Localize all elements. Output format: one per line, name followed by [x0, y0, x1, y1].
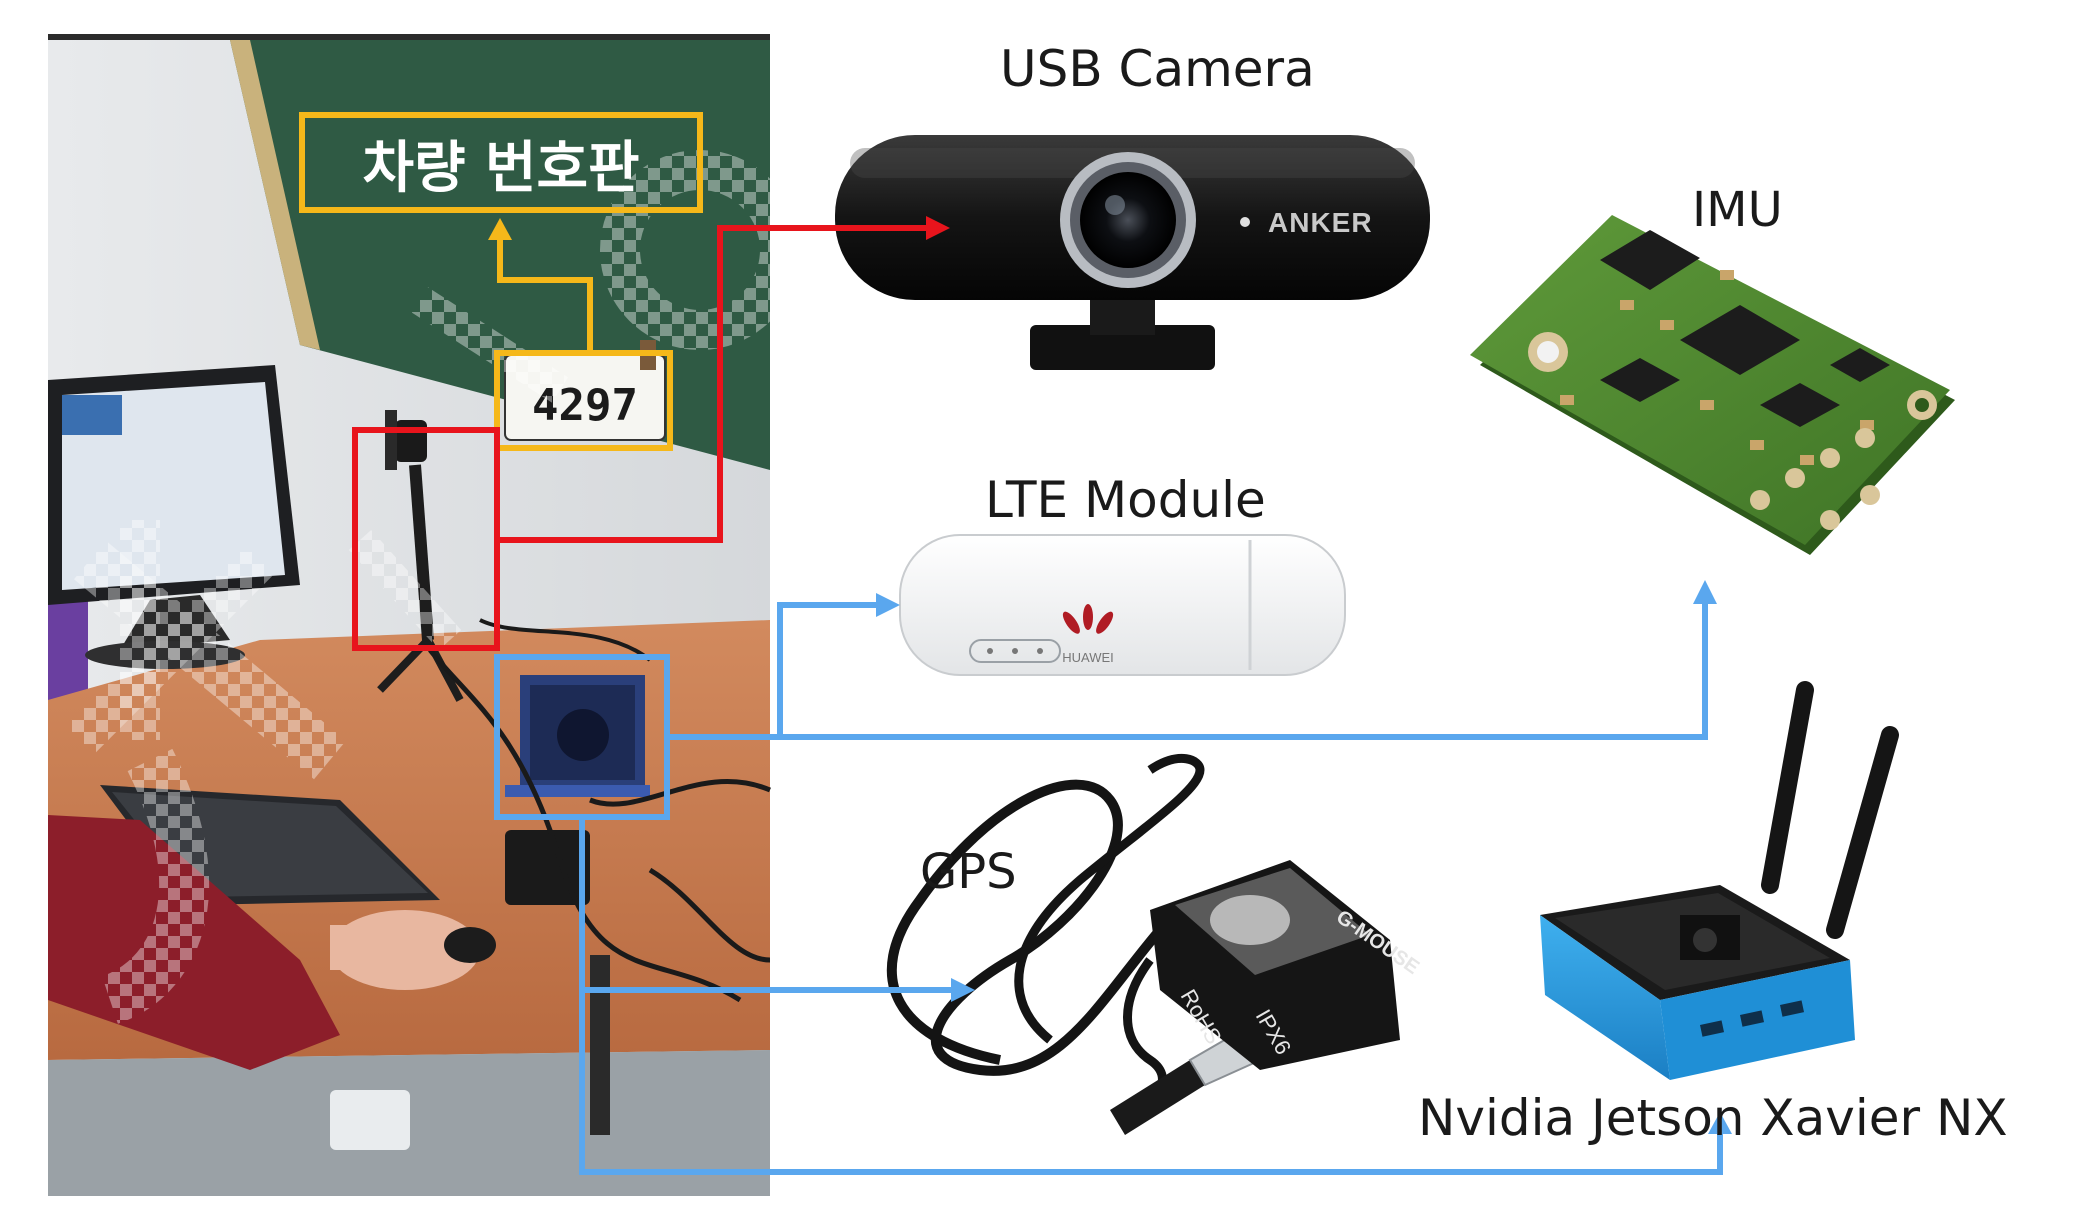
gps-label: GPS [920, 844, 1017, 900]
lte-module-icon: HUAWEI [899, 534, 1346, 676]
plate-link [299, 112, 703, 451]
gps-puck-icon: G-MOUSE RoHS IPX6 [1150, 860, 1423, 1070]
lte-module-label: LTE Module [985, 471, 1266, 529]
camera-link [352, 216, 950, 651]
license-plate-label: 차량 번호판 [362, 135, 640, 201]
lte-brand: HUAWEI [1062, 650, 1114, 665]
jetson-icon [1540, 681, 1899, 1080]
camera-brand: ANKER [1268, 207, 1373, 238]
data-links [494, 580, 1732, 1175]
desk-jetson-icon [505, 675, 650, 797]
setup-photo: 4297 [48, 34, 800, 1196]
imu-label: IMU [1692, 182, 1783, 238]
gps-icon: G-MOUSE RoHS IPX6 [886, 753, 1423, 1135]
watermark [65, 150, 800, 1024]
usb-camera-icon: ANKER [835, 135, 1430, 370]
usb-camera-label: USB Camera [1000, 40, 1315, 98]
jetson-label: Nvidia Jetson Xavier NX [1418, 1089, 2008, 1147]
imu-icon [1470, 215, 1955, 555]
